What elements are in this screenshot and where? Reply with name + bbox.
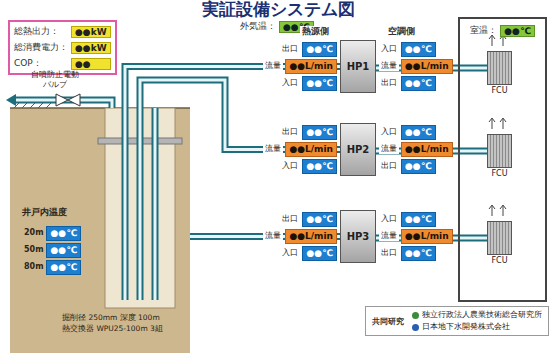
temp-value: ●●℃ [401, 246, 436, 261]
temp-value: ●●℃ [302, 159, 337, 174]
temp-value: ●●℃ [302, 125, 337, 140]
port-label: 入口 [280, 78, 300, 88]
temp-value: ●●℃ [401, 76, 436, 91]
port-label: 流量 [379, 231, 399, 241]
temp-value: ●●℃ [46, 260, 81, 275]
well-spec-note: 熱交換器 WPU25-100m 3組 [62, 324, 163, 333]
room-panel: 室温：●●℃FCUFCUFCU [458, 17, 547, 302]
depth-label: 80m [24, 262, 43, 272]
unit-name: FCU [491, 256, 507, 265]
port-label: 出口 [280, 214, 300, 224]
ground [10, 108, 190, 353]
value-box: ●● [71, 58, 111, 70]
temp-value: ●●℃ [302, 212, 337, 227]
depth-label: 20m [24, 228, 43, 238]
field-label: 室温： [470, 24, 497, 37]
well-spec-note: 掘削径 250mm 深度 100m [62, 313, 160, 322]
fan-coil-unit: FCU [487, 134, 512, 168]
unit-name: HP3 [347, 231, 370, 242]
org-logo [412, 312, 419, 319]
flow-value: ●●L/min [401, 142, 453, 157]
port-label: 出口 [280, 44, 300, 54]
flow-value: ●●L/min [285, 229, 337, 244]
outflow-arrow [6, 94, 16, 106]
side-heading: 熱源側 [300, 26, 331, 37]
fan-coil-unit: FCU [487, 51, 512, 85]
fan-coil-unit: FCU [487, 221, 512, 255]
temp-value: ●●℃ [302, 246, 337, 261]
field-label: COP： [14, 57, 68, 70]
port-label: 出口 [280, 127, 300, 137]
text-grid: 総熱出力：●●kW総消費電力：●●kWCOP：●● [14, 25, 111, 70]
port-label: 入口 [280, 248, 300, 258]
unit-name: FCU [491, 169, 507, 178]
port-label: 流量 [263, 144, 283, 154]
unit-name: HP2 [347, 144, 370, 155]
temp-value: ●●℃ [401, 125, 436, 140]
port-label: 流量 [263, 231, 283, 241]
valve-symbol [56, 94, 68, 106]
port-label: 出口 [379, 78, 399, 88]
flow-value: ●●L/min [285, 142, 337, 157]
value-box: ●●℃ [500, 25, 535, 37]
org-logo [412, 324, 419, 331]
valve-label: 自噴防止電動バルブ [30, 70, 80, 90]
org-row: 独立行政法人農業技術総合研究所 [412, 310, 542, 320]
valve-symbol [68, 94, 80, 106]
port-label: 入口 [379, 214, 399, 224]
heat-pump: HP1 [340, 40, 376, 93]
ground-heat-exchanger [125, 108, 155, 300]
port-label: 入口 [280, 161, 300, 171]
ground-heat-exchanger [125, 108, 155, 300]
temp-value: ●●℃ [302, 42, 337, 57]
temp-value: ●●℃ [46, 226, 81, 241]
port-label: 流量 [379, 144, 399, 154]
value-box: ●●kW [71, 42, 111, 54]
org-row: 日本地下水開発株式会社 [412, 322, 542, 332]
joint-research-box: 共同研究独立行政法人農業技術総合研究所日本地下水開発株式会社 [365, 306, 549, 336]
port-label: 流量 [379, 61, 399, 71]
flow-value: ●●L/min [285, 59, 337, 74]
flow-value: ●●L/min [401, 229, 453, 244]
org-name: 日本地下水開発株式会社 [422, 322, 510, 332]
port-label: 流量 [263, 61, 283, 71]
heat-pump: HP3 [340, 210, 376, 263]
text-grid: 室温：●●℃ [460, 24, 545, 37]
field-label: 総消費電力： [14, 41, 68, 54]
port-label: 出口 [379, 161, 399, 171]
port-label: 入口 [379, 44, 399, 54]
port-label: 出口 [379, 248, 399, 258]
depth-label: 50m [24, 245, 43, 255]
port-label: 入口 [379, 127, 399, 137]
unit-name: FCU [491, 86, 507, 95]
flow-value: ●●L/min [401, 59, 453, 74]
temp-value: ●●℃ [401, 159, 436, 174]
side-heading: 空調側 [386, 26, 417, 37]
heat-pump: HP2 [340, 123, 376, 176]
summary-panel: 総熱出力：●●kW総消費電力：●●kWCOP：●● [8, 20, 117, 75]
research-heading: 共同研究 [372, 316, 404, 327]
field-label: 外気温： [240, 20, 276, 33]
temp-value: ●●℃ [302, 76, 337, 91]
field-label: 総熱出力： [14, 25, 68, 38]
value-box: ●●kW [71, 26, 111, 38]
diagram-title: 実証設備システム図 [0, 0, 557, 19]
well-heading: 井戸内温度 [22, 206, 67, 219]
unit-name: HP1 [347, 61, 370, 72]
temp-value: ●●℃ [46, 243, 81, 258]
org-name: 独立行政法人農業技術総合研究所 [422, 310, 542, 320]
temp-value: ●●℃ [401, 42, 436, 57]
temp-value: ●●℃ [401, 212, 436, 227]
org-list: 独立行政法人農業技術総合研究所日本地下水開発株式会社 [412, 310, 542, 332]
